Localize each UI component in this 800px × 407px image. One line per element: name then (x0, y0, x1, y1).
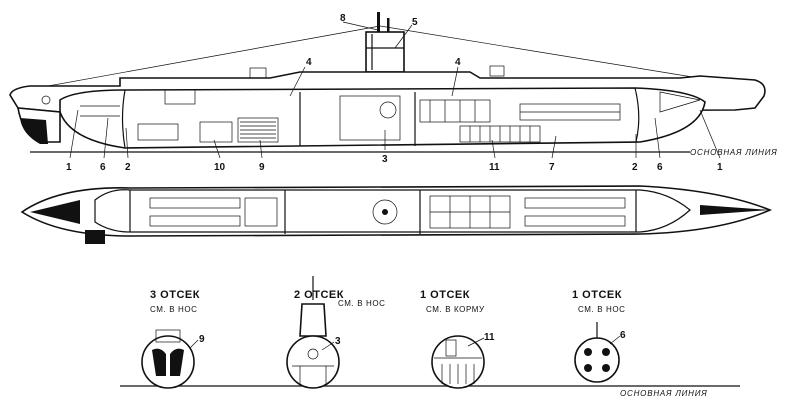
deck-fitting (249, 67, 267, 79)
control-room (419, 99, 491, 123)
section-3-title: 3 ОТСЕК (150, 289, 200, 301)
section-3-subtitle: СМ. В НОС (150, 305, 198, 314)
callout-4-aft: 4 (306, 57, 312, 68)
section-2-otsek: 3 2 ОТСЕК СМ. В КОРМУ СМ. В НОС (286, 276, 386, 389)
callout-1-fwd: 1 (717, 162, 723, 173)
section-2-tower (299, 303, 327, 337)
plan-bow (700, 205, 770, 215)
baseline-bottom-label: ОСНОВНАЯ ЛИНИЯ (620, 389, 708, 398)
hatch-3 (379, 101, 397, 119)
plan-tube-stbd (524, 215, 626, 227)
section-3-hull (141, 335, 195, 389)
section-1f-tube-2 (602, 348, 610, 356)
callout-leaders-top (69, 21, 721, 159)
callout-8: 8 (340, 13, 346, 24)
section-1f-tube-4 (602, 364, 610, 372)
section-2-frames (299, 366, 327, 384)
callout-4-fwd: 4 (455, 57, 461, 68)
control-room-detail (429, 100, 476, 122)
machinery-b (199, 121, 233, 143)
central-post (339, 95, 401, 141)
section-1a-cabinet (445, 339, 457, 357)
plan-stern-plane (85, 230, 105, 244)
section-1f-tube-1 (584, 348, 592, 356)
section-1a-cells (441, 364, 475, 384)
bow-tube (659, 91, 701, 113)
section-3-otsek: 9 3 ОТСЕК СМ. В НОС (141, 289, 205, 389)
plan-engine-stbd (149, 215, 241, 227)
section-3-hatch (155, 329, 181, 343)
callout-6-fwd: 6 (657, 162, 663, 173)
section-2-hatch (307, 348, 319, 360)
deck-gun (489, 65, 505, 77)
machinery-a (137, 123, 179, 141)
section-callout-9: 9 (199, 334, 205, 345)
section-1a-leader (467, 337, 485, 347)
plan-view (20, 185, 773, 244)
stern-rudder (20, 118, 48, 144)
battery-fwd-cells (469, 126, 531, 142)
plan-pressure-hull (94, 189, 691, 233)
plan-central-hatch-core (382, 209, 388, 215)
section-callout-6: 6 (620, 330, 626, 341)
callout-2-aft: 2 (125, 162, 131, 173)
tower-detail (366, 34, 404, 70)
bulkhead-fwd (634, 87, 640, 143)
cross-sections: 9 3 ОТСЕК СМ. В НОС 3 2 ОТСЕК СМ. В КОРМ… (120, 276, 740, 398)
section-1f-subtitle: СМ. В НОС (578, 305, 626, 314)
section-1f-leader (609, 335, 621, 345)
section-1-aft: 11 1 ОТСЕК СМ. В КОРМУ (420, 289, 495, 389)
callout-7: 7 (549, 162, 555, 173)
section-1a-title: 1 ОТСЕК (420, 289, 470, 301)
plan-battery-aft (244, 197, 278, 227)
callout-3: 3 (382, 154, 388, 165)
callout-2-fwd: 2 (632, 162, 638, 173)
callout-11: 11 (489, 162, 500, 173)
plan-control-grid (430, 196, 510, 228)
deck-fitting-aft (164, 89, 196, 105)
section-1a-subtitle: СМ. В КОРМУ (426, 305, 485, 314)
plan-stern (30, 200, 80, 224)
section-3-engine-r (170, 348, 184, 376)
section-2-leader (321, 341, 335, 351)
pressure-hull (59, 87, 706, 149)
section-3-engine-l (152, 348, 166, 376)
callout-6-aft: 6 (100, 162, 106, 173)
battery-aft (237, 117, 279, 143)
callout-9: 9 (259, 162, 265, 173)
section-1a-hull (431, 335, 485, 389)
callout-10: 10 (214, 162, 226, 173)
callout-5: 5 (412, 17, 418, 28)
section-callout-3: 3 (335, 336, 341, 347)
section-1f-tube-3 (584, 364, 592, 372)
section-2-subtitle-visible: СМ. В НОС (338, 299, 386, 308)
plan-tube-port (524, 197, 626, 209)
callout-1-aft: 1 (66, 162, 72, 173)
stern-gear (41, 95, 51, 105)
section-2-title: 2 ОТСЕК (294, 289, 344, 301)
plan-engine-port (149, 197, 241, 209)
bulkhead-aft (121, 89, 126, 149)
side-profile: ОСНОВНАЯ ЛИНИЯ 8 5 4 4 1 6 2 10 9 3 (9, 12, 778, 173)
section-callout-11: 11 (484, 332, 495, 343)
jumping-wire-aft (14, 25, 381, 93)
section-1-fwd: 6 1 ОТСЕК СМ. В НОС (572, 289, 626, 383)
section-1f-title: 1 ОТСЕК (572, 289, 622, 301)
section-3-leader (189, 339, 199, 349)
baseline-top-label: ОСНОВНАЯ ЛИНИЯ (690, 148, 778, 157)
section-1f-hull (574, 337, 620, 383)
plan-central-hatch (372, 199, 398, 225)
battery-aft-cells (240, 121, 276, 139)
stern-shaft (80, 105, 120, 117)
